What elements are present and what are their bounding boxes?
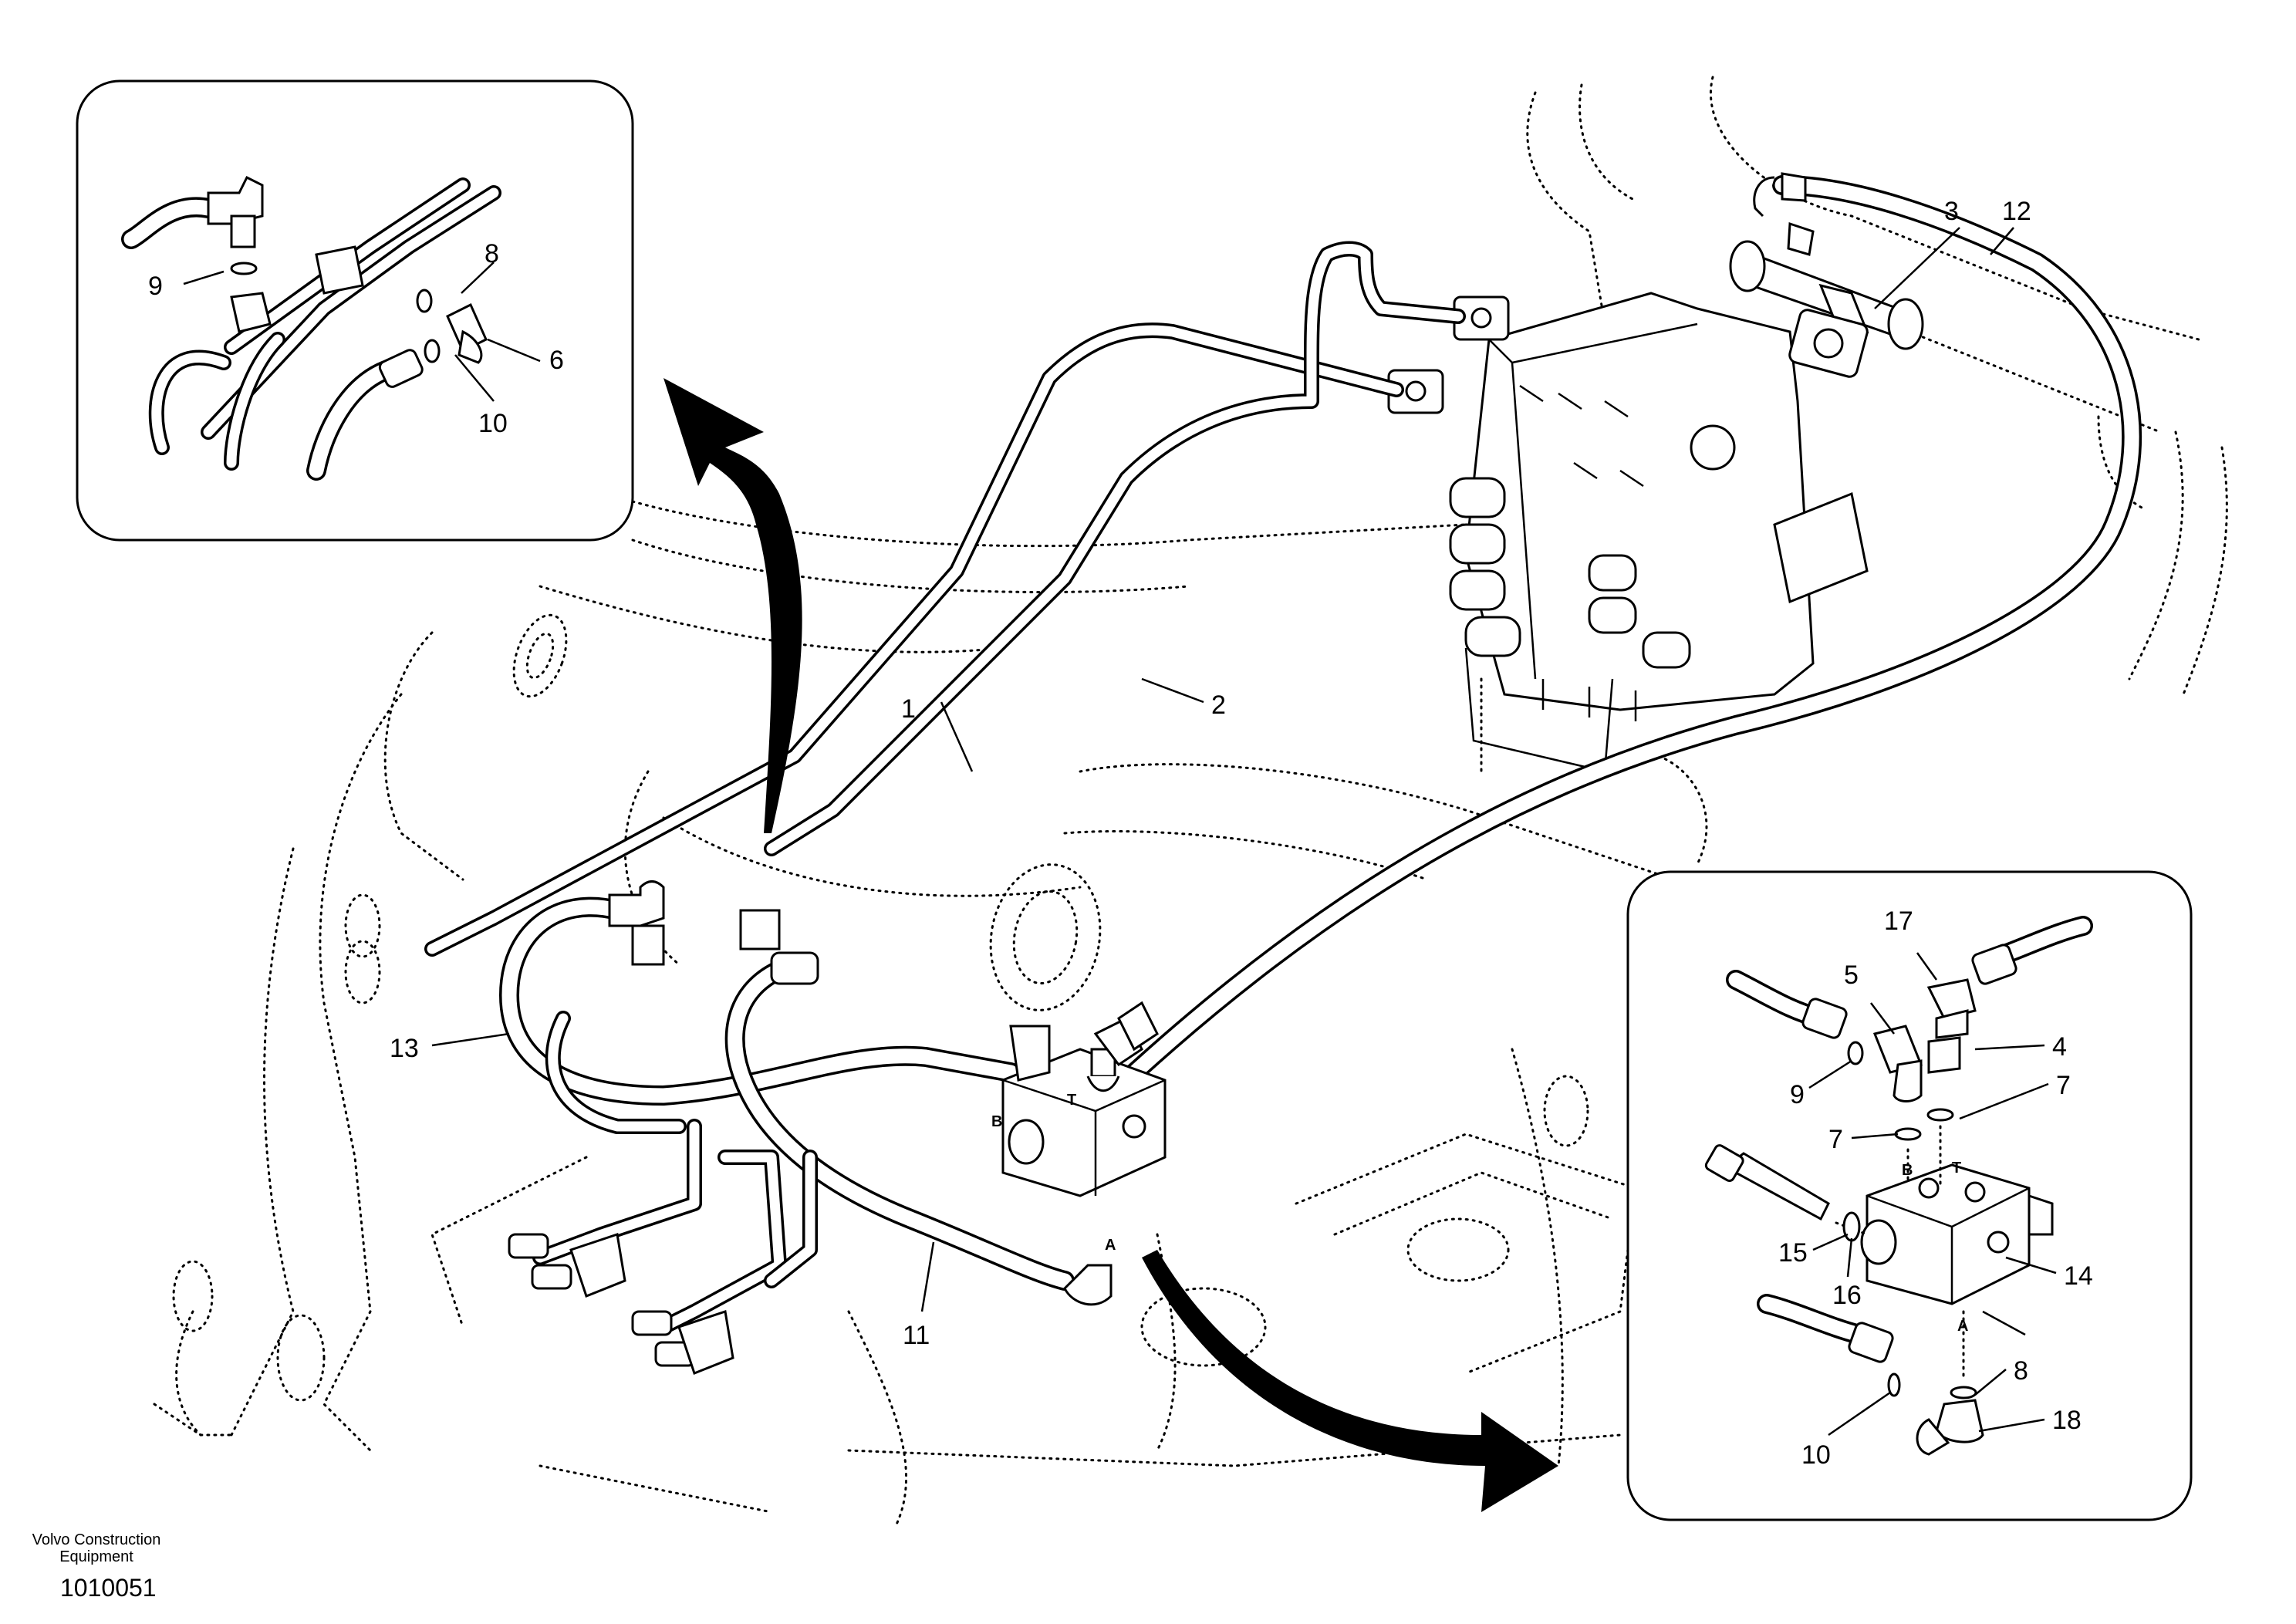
- callout-3: 3: [1944, 197, 1959, 226]
- tee-fitting-3: [1729, 221, 1924, 378]
- callout-5: 5: [1844, 961, 1859, 990]
- control-valve: [1449, 292, 1869, 773]
- callout-1: 1: [901, 694, 916, 724]
- elbow-top-main: [1093, 1001, 1159, 1067]
- callout-8-lower: 8: [2014, 1356, 2028, 1386]
- brand-line-2: Equipment: [59, 1548, 133, 1565]
- leader-lines: [183, 227, 2057, 1437]
- arrow-to-upper-detail: [663, 378, 802, 833]
- callout-9-upper: 9: [148, 272, 163, 301]
- drawing-number: 1010051: [60, 1574, 157, 1602]
- callout-13: 13: [390, 1034, 419, 1063]
- callout-15: 15: [1778, 1238, 1808, 1268]
- tube-2: [764, 241, 1466, 856]
- callout-labels: 1 2 3 12 13 11 9 8 6 10 17 5 4 7 9 7 15 …: [148, 197, 2093, 1470]
- arrow-to-lower-detail: [1142, 1250, 1558, 1512]
- flange-lower: [1387, 369, 1444, 414]
- callout-16: 16: [1832, 1281, 1862, 1310]
- port-b-detail: B: [1902, 1162, 1913, 1179]
- port-a-detail: A: [1957, 1318, 1968, 1335]
- hose-lower-left: [532, 1011, 818, 1335]
- brand-line-1: Volvo Construction: [32, 1531, 161, 1548]
- detail-inset-upper-left: [76, 79, 634, 542]
- callout-14: 14: [2064, 1261, 2093, 1291]
- callout-6: 6: [549, 346, 564, 375]
- callout-8-upper: 8: [485, 239, 499, 268]
- callout-11: 11: [903, 1321, 930, 1350]
- callout-10-lower: 10: [1801, 1440, 1831, 1470]
- port-t-detail: T: [1952, 1160, 1961, 1177]
- callout-17: 17: [1884, 907, 1913, 936]
- port-t-main: T: [1067, 1092, 1076, 1109]
- callout-10-upper: 10: [478, 409, 508, 438]
- hose-12: [1116, 172, 2142, 1090]
- port-a-main: A: [1105, 1237, 1116, 1254]
- callout-18: 18: [2052, 1406, 2082, 1435]
- port-labels: B T A B T A: [991, 1092, 1968, 1335]
- callout-7-left: 7: [1828, 1125, 1843, 1154]
- detail-inset-lower-right: [1626, 870, 2193, 1521]
- callout-4: 4: [2052, 1032, 2067, 1062]
- callout-7-right: 7: [2056, 1071, 2071, 1100]
- callout-9-lower: 9: [1790, 1080, 1805, 1109]
- tube-1: [424, 322, 1404, 957]
- valve-block-main: [1001, 1025, 1167, 1306]
- port-b-main: B: [991, 1113, 1002, 1130]
- brand-caption: Volvo Construction Equipment: [0, 1531, 193, 1565]
- callout-12: 12: [2002, 197, 2031, 226]
- hose-13: [498, 896, 1021, 1106]
- callout-2: 2: [1211, 690, 1226, 720]
- fittings-left: [508, 880, 819, 1375]
